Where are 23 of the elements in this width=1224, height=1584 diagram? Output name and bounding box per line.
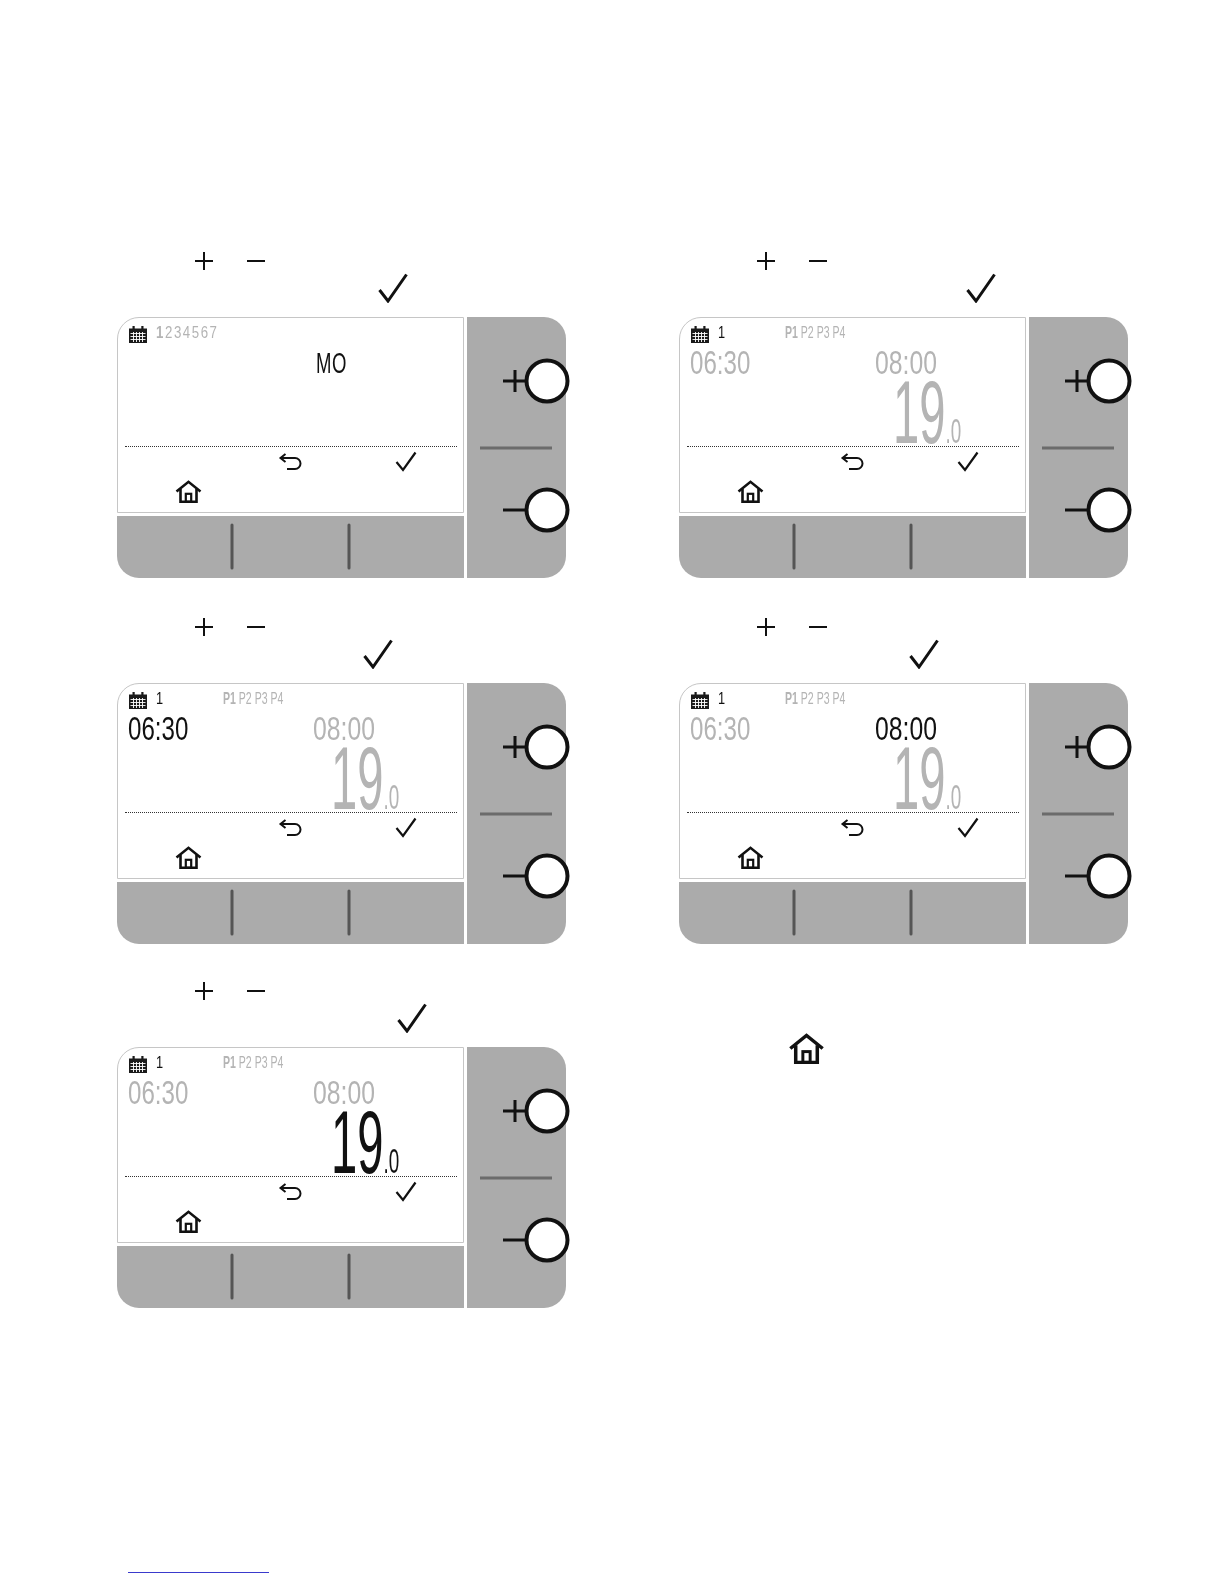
- day-abbreviation: MO: [316, 353, 348, 375]
- end-time: 08:00: [313, 717, 375, 742]
- program-labels: P1 P2 P3 P4: [785, 693, 846, 706]
- display-screen: [117, 317, 464, 513]
- end-time: 08:00: [875, 717, 937, 742]
- start-time: 06:30: [128, 717, 189, 742]
- program-labels: P1 P2 P3 P4: [785, 327, 846, 340]
- end-time: 08:00: [875, 351, 937, 376]
- display-screen: [117, 1047, 464, 1243]
- program-labels: P1 P2 P3 P4: [223, 693, 284, 706]
- display-screen: [679, 317, 1026, 513]
- display-screen: [117, 683, 464, 879]
- start-time: 06:30: [690, 351, 751, 376]
- display-screen: [679, 683, 1026, 879]
- day-number: 1: [718, 327, 726, 340]
- day-number: 1: [156, 1057, 164, 1070]
- start-time: 06:30: [690, 717, 751, 742]
- day-number: 1: [718, 693, 726, 706]
- day-numbers: 1234567: [156, 327, 219, 340]
- start-time: 06:30: [128, 1081, 189, 1106]
- day-number: 1: [156, 693, 164, 706]
- program-labels: P1 P2 P3 P4: [223, 1057, 284, 1070]
- end-time: 08:00: [313, 1081, 375, 1106]
